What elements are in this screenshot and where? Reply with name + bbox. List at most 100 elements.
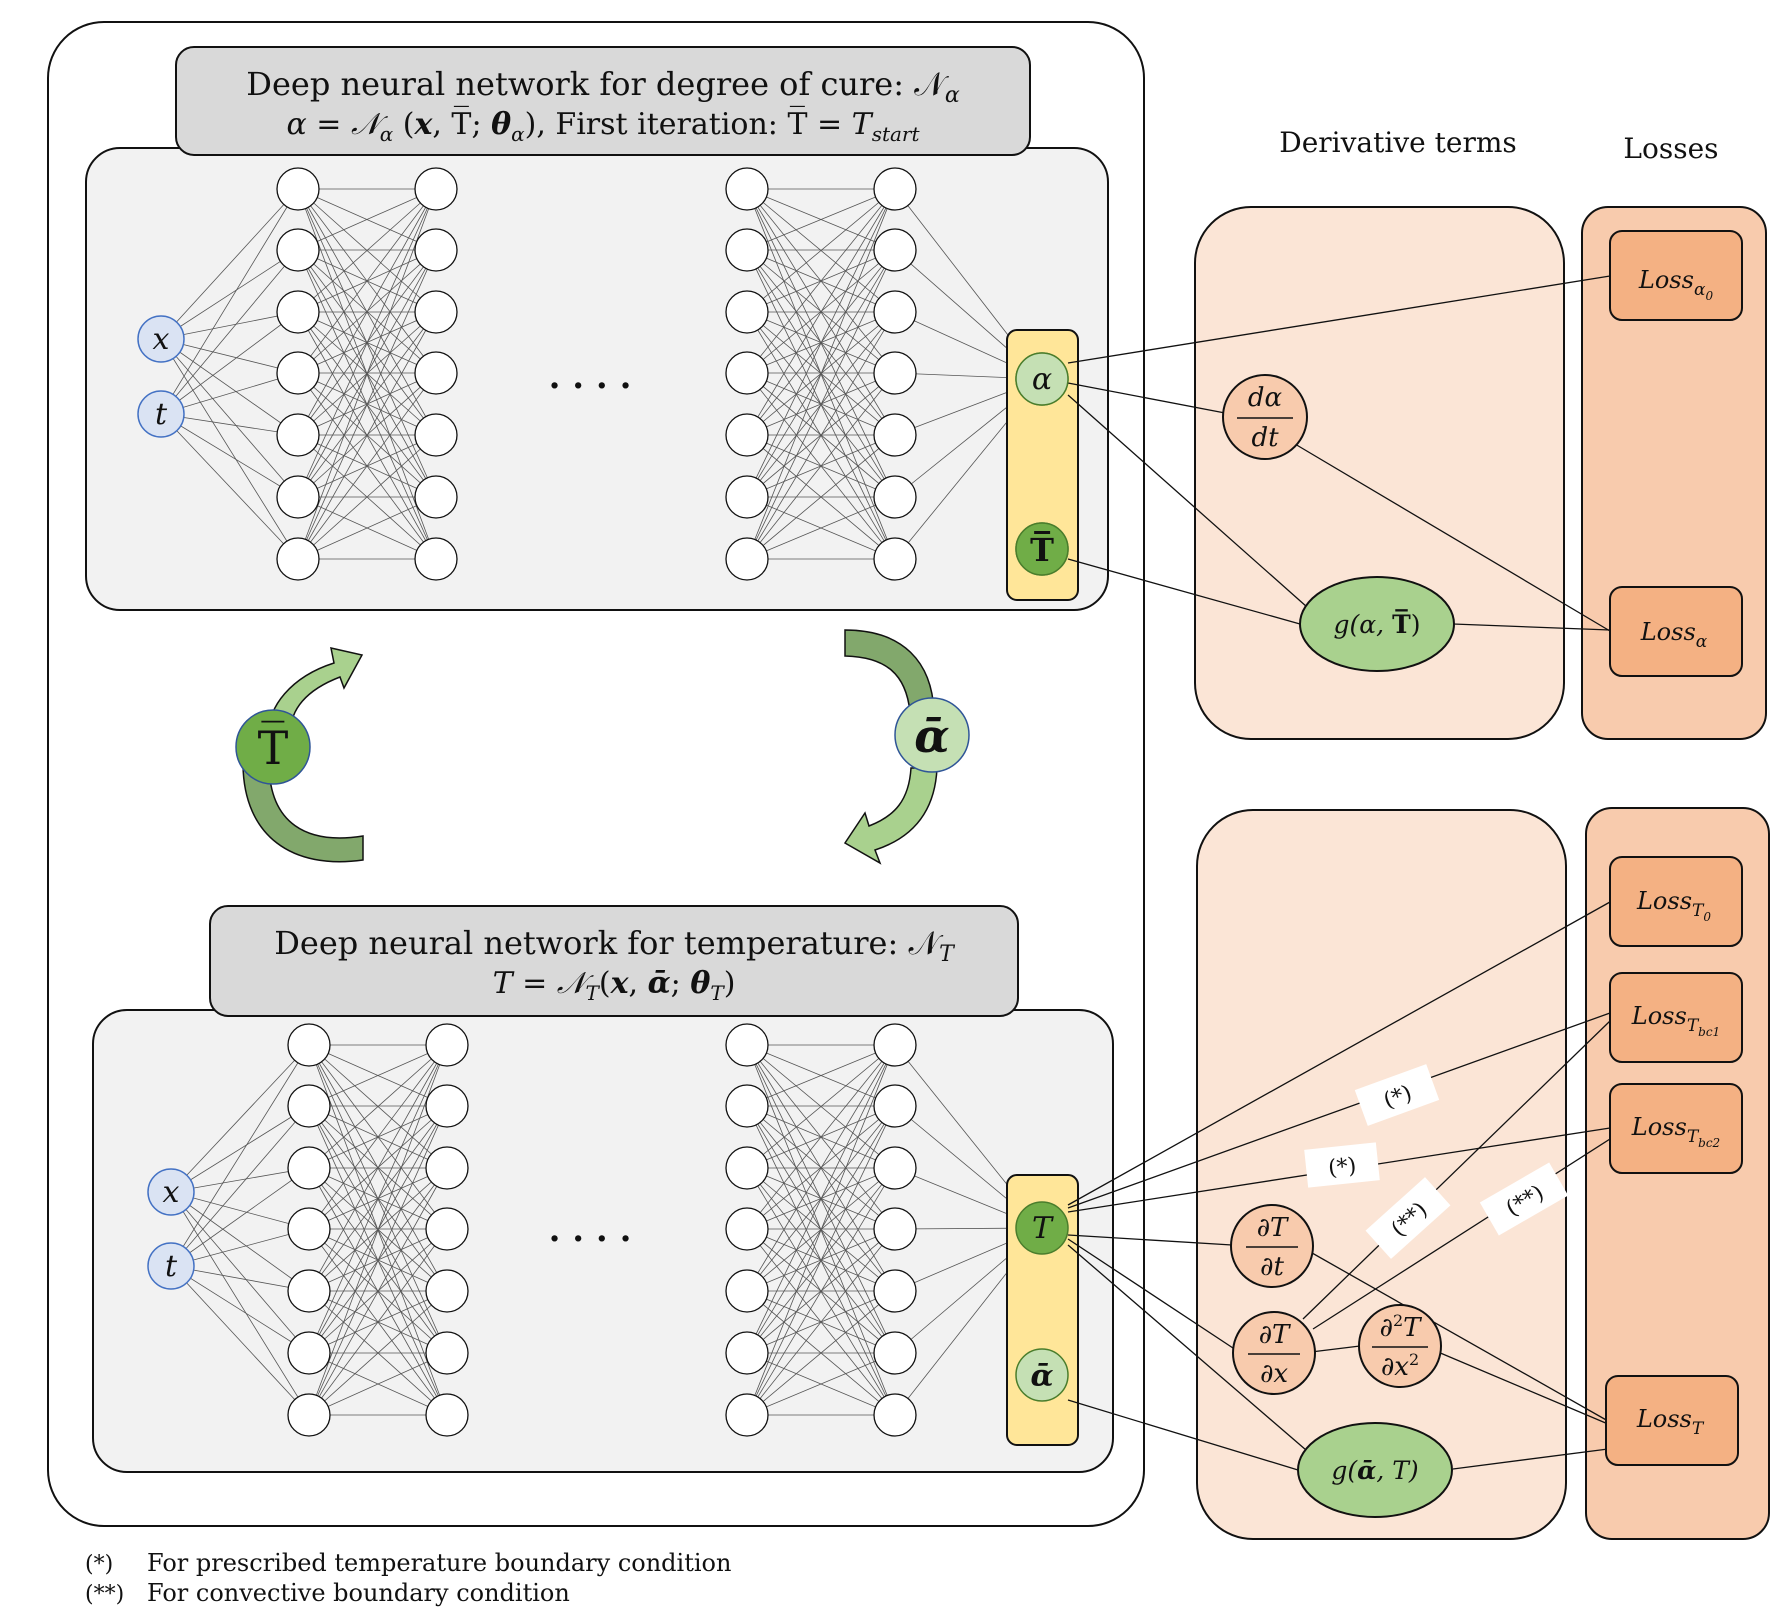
top-net-edge [746, 249, 896, 560]
output-label-T-bottom: T [1032, 1211, 1054, 1246]
svg-text:g(α, T̅): g(α, T̅) [1334, 609, 1421, 639]
top-net-edge [160, 249, 299, 340]
bottom-title-box [209, 905, 1019, 1017]
bottom-net-edge [746, 1044, 896, 1292]
bottom-ellipsis: . . . . [549, 1210, 632, 1250]
bottom-net-hidden-node [287, 1084, 331, 1128]
top-net-edge [746, 188, 896, 560]
top-net-hidden-node [276, 413, 320, 457]
bottom-net-hidden-node [425, 1084, 469, 1128]
derivative-panel-top [1194, 206, 1565, 740]
bottom-net-hidden-node [725, 1146, 769, 1190]
top-net-edge [746, 188, 896, 374]
derivative-node-g-alpha-Tbar: g(α, T̅) [1299, 576, 1455, 672]
bottom-net-hidden-node [287, 1269, 331, 1313]
top-net-hidden-node [725, 475, 769, 519]
output-node-alpha-top-front [1015, 352, 1069, 406]
top-net-edge [297, 188, 437, 560]
top-net-edge [297, 188, 437, 374]
top-net-edge [746, 311, 896, 560]
input-node-x-bottom [147, 1168, 195, 1216]
header-losses: Losses [1623, 132, 1718, 165]
top-net-hidden-node [873, 228, 917, 272]
bottom-net-edge [308, 1167, 448, 1416]
bottom-net-hidden-node [287, 1331, 331, 1375]
bottom-net-hidden-node [287, 1207, 331, 1251]
bottom-net-edge [746, 1044, 896, 1230]
bottom-net-hidden-node [873, 1269, 917, 1313]
footnote-mark-1: (*) [85, 1552, 113, 1577]
top-net-hidden-node [414, 228, 458, 272]
top-net-edge [297, 188, 437, 498]
cycle-arrow-left-upper [268, 647, 364, 733]
top-net-hidden-node [276, 290, 320, 334]
svg-text:Lossα: Lossα [1640, 618, 1708, 652]
bottom-net-edge [170, 1228, 310, 1267]
top-net-edge [160, 249, 299, 415]
derivative-node-d2T-dx2: ∂2T ∂x2 [1358, 1304, 1442, 1388]
top-net-hidden-node [725, 167, 769, 211]
top-net-hidden-node [725, 351, 769, 395]
input-label-x-top: x [153, 322, 170, 357]
bottom-net-edge [170, 1167, 310, 1267]
bottom-net-hidden-node [725, 1207, 769, 1251]
top-net-hidden-node [873, 475, 917, 519]
bottom-net-hidden-node [873, 1393, 917, 1437]
bottom-net-edge [170, 1044, 310, 1267]
top-net-edge [746, 188, 896, 498]
top-net-edge [160, 338, 299, 436]
output-label-alpha-top-front: α [1032, 362, 1052, 397]
bottom-net-hidden-node [725, 1393, 769, 1437]
bottom-net-edge [746, 1044, 896, 1169]
top-net-hidden-node [873, 413, 917, 457]
output-node-T-bottom [1015, 1201, 1069, 1255]
input-node-t-bottom [147, 1242, 195, 1290]
bottom-net-edge [308, 1044, 448, 1169]
top-net-hidden-node [276, 228, 320, 272]
loss-box-alpha: Lossα [1609, 586, 1743, 677]
top-net-hidden-node [276, 351, 320, 395]
bottom-net-edge [170, 1105, 310, 1267]
bottom-net-edge [746, 1167, 896, 1416]
cycle-node-Tbar [235, 709, 311, 785]
header-derivative-terms: Derivative terms [1279, 126, 1517, 159]
top-net-edge [160, 413, 299, 560]
top-net-hidden-node [414, 475, 458, 519]
footnote-text-2: For convective boundary condition [147, 1579, 570, 1607]
bottom-net-edge [170, 1191, 310, 1230]
input-label-x-bottom: x [163, 1175, 180, 1210]
bottom-net-edge [308, 1352, 448, 1416]
top-net-edge [746, 496, 896, 560]
cycle-node-alphabar [894, 697, 970, 773]
bottom-net-edge [746, 1044, 896, 1107]
bottom-title-line2: T = 𝒩T(x, ᾱ; θT) [493, 966, 736, 1005]
bottom-net-edge [308, 1044, 448, 1292]
bottom-net-hidden-node [873, 1023, 917, 1067]
bottom-net-hidden-node [425, 1393, 469, 1437]
top-network-nodes [276, 167, 917, 581]
bottom-net-edge [170, 1105, 310, 1193]
bottom-net-edge [308, 1228, 448, 1416]
top-net-edge [297, 249, 437, 560]
bottom-net-edge [746, 1290, 896, 1416]
bottom-net-hidden-node [725, 1331, 769, 1375]
top-net-hidden-node [414, 290, 458, 334]
loss-box-T0: LossT0 [1609, 856, 1743, 947]
svg-text:(*): (*) [1327, 1154, 1358, 1182]
input-label-t-top: t [155, 397, 168, 432]
top-net-edge [297, 188, 437, 313]
top-net-hidden-node [414, 413, 458, 457]
top-net-edge [160, 188, 299, 340]
svg-text:∂t: ∂t [1260, 1252, 1284, 1282]
bottom-net-edge [170, 1044, 310, 1193]
bottom-net-edge [308, 1044, 448, 1354]
input-node-x-top [137, 315, 185, 363]
edge-tag-star-2: (*) [1304, 1142, 1380, 1188]
top-title-line1: Deep neural network for degree of cure: … [246, 65, 960, 108]
footnote-text-1: For prescribed temperature boundary cond… [147, 1549, 731, 1577]
bottom-net-hidden-node [873, 1146, 917, 1190]
svg-text:∂x2: ∂x2 [1381, 1350, 1419, 1382]
edge-tag-star-1: (*) [1354, 1064, 1440, 1126]
top-ellipsis: . . . . [549, 357, 632, 397]
